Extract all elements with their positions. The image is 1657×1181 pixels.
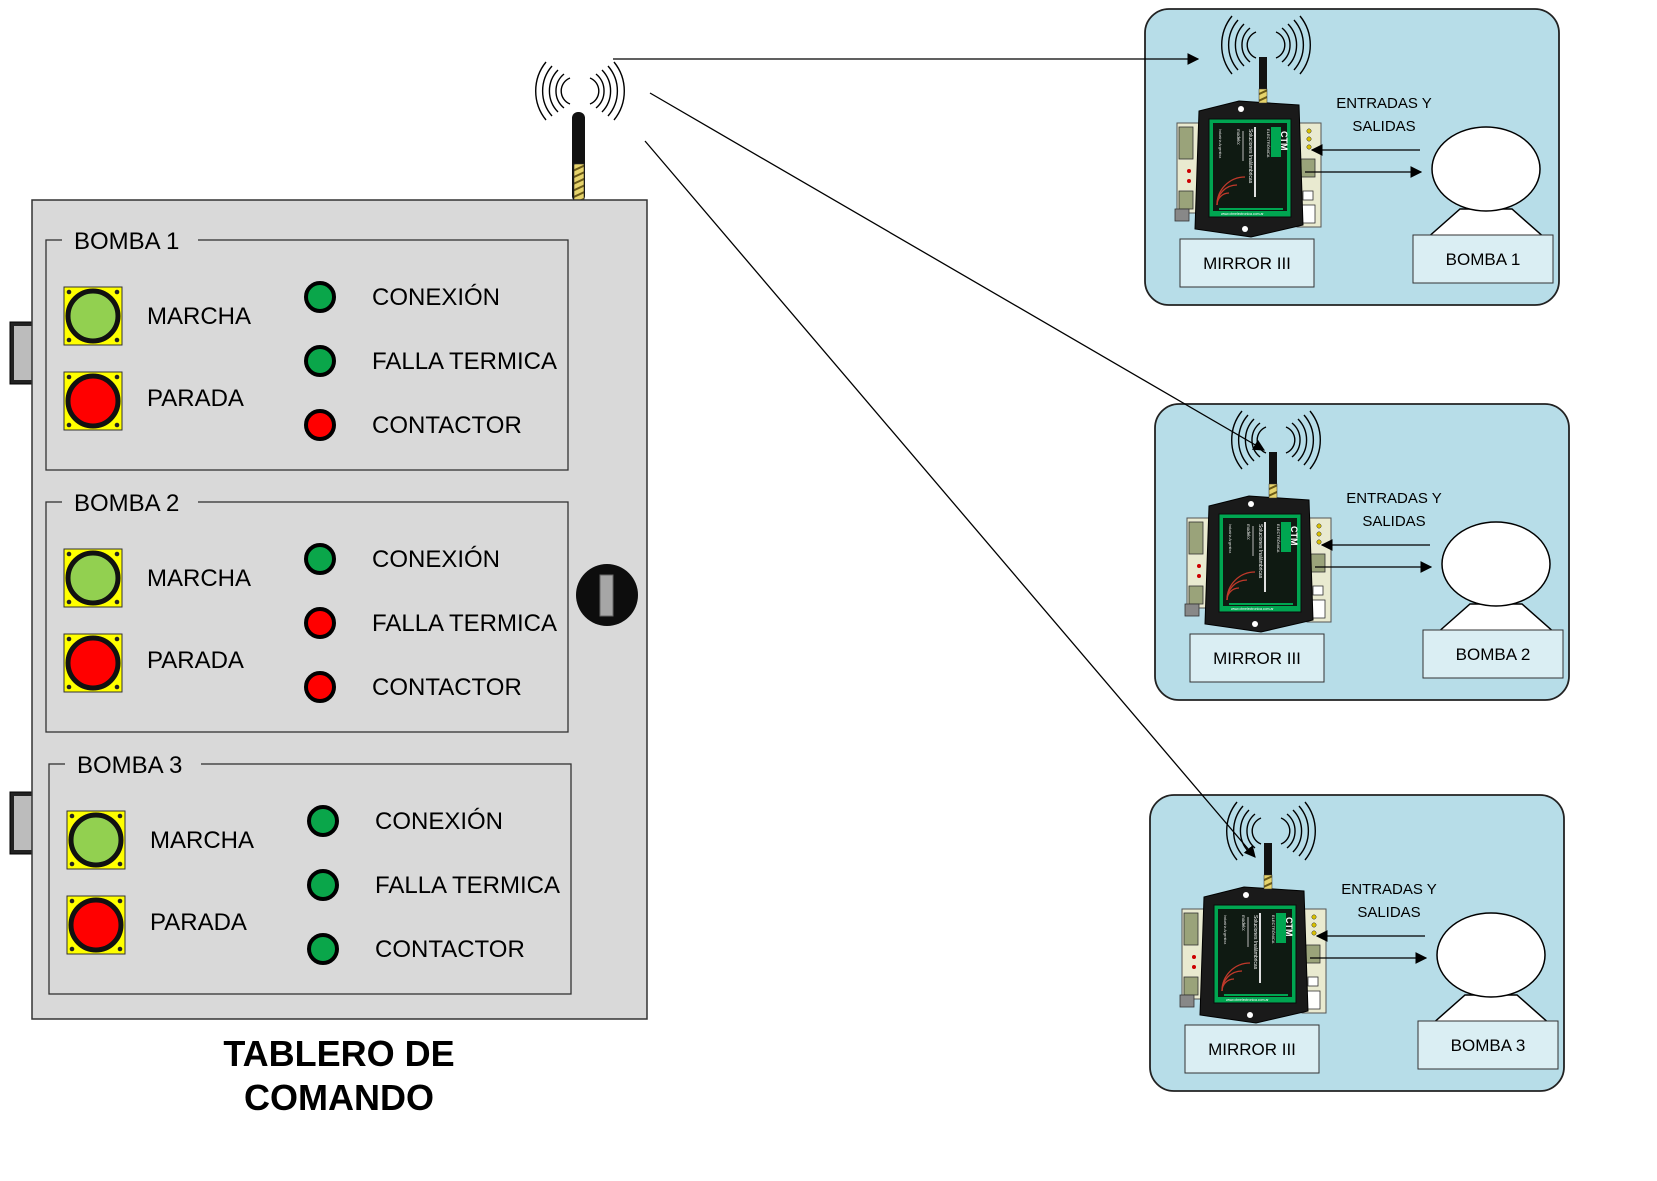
device-label-box [1184, 1024, 1320, 1074]
indicator-led [304, 607, 336, 639]
group-frame [45, 501, 569, 733]
indicator-led [304, 345, 336, 377]
device-label: MIRROR III [1203, 254, 1291, 273]
remote-station-1: CTM Soluciones Inalámbricas ELECTRÓNICA mod… [1144, 8, 1560, 306]
indicator-label: FALLA TERMICA [372, 348, 557, 375]
device-brand-sub: ELECTRÓNICA [1276, 524, 1281, 553]
pump-group-3: BOMBA 3 MARCHA PARADA CONEXIÓN FALLA TERMICA… [48, 750, 572, 995]
panel-title-line2: COMANDO [244, 1077, 434, 1118]
start-label: MARCHA [150, 827, 254, 854]
pump-group-2: BOMBA 2 MARCHA PARADA CONEXIÓN FALLA TERMICA… [45, 488, 569, 733]
start-label: MARCHA [147, 565, 251, 592]
pump-label-box [1417, 1020, 1559, 1070]
device-tagline: Soluciones Inalámbricas [1252, 915, 1258, 970]
radio-link-3 [644, 140, 1256, 858]
io-label: ENTRADAS Y [1336, 95, 1432, 112]
stop-label: PARADA [147, 385, 244, 412]
pump-label-box [1412, 234, 1554, 284]
io-label-line2: SALIDAS [1362, 513, 1425, 530]
control-panel: TABLERO DE COMANDO BOMBA 1 MARCHA PARADA CO… [9, 61, 648, 1118]
pump-icon [1435, 521, 1557, 635]
device-face: CTM Soluciones Inalámbricas ELECTRÓNICA mod… [1228, 524, 1299, 611]
antenna-icon [572, 112, 585, 202]
radio-links [613, 53, 1266, 858]
device-origin: Industria Argentina [1223, 915, 1227, 944]
stop-label: PARADA [147, 647, 244, 674]
device-brand: CTM [1279, 131, 1289, 151]
device-label-box [1189, 633, 1325, 683]
indicator-label: FALLA TERMICA [372, 610, 557, 637]
wireless-waves-icon [535, 61, 625, 121]
device-brand-sub: ELECTRÓNICA [1266, 129, 1271, 158]
pump-label: BOMBA 1 [1446, 250, 1521, 269]
device-origin: Industria Argentina [1228, 524, 1232, 553]
stop-button[interactable] [63, 371, 123, 431]
device-face: CTM Soluciones Inalámbricas ELECTRÓNICA mod… [1218, 129, 1289, 216]
indicator-led [307, 933, 339, 965]
stop-label: PARADA [150, 909, 247, 936]
device-origin: Industria Argentina [1218, 129, 1222, 158]
group-title: BOMBA 3 [77, 752, 182, 779]
io-label: ENTRADAS Y [1346, 490, 1442, 507]
indicator-led [304, 671, 336, 703]
indicator-label: CONTACTOR [372, 674, 522, 701]
pump-group-1: BOMBA 1 MARCHA PARADA CONEXIÓN FALLA TERMICA… [45, 226, 569, 471]
indicator-led [304, 543, 336, 575]
pump-label: BOMBA 2 [1456, 645, 1531, 664]
indicator-label: CONTACTOR [372, 412, 522, 439]
indicator-label: CONEXIÓN [372, 284, 500, 311]
stop-button[interactable] [63, 633, 123, 693]
device-label-box [1179, 238, 1315, 288]
indicator-label: CONTACTOR [375, 936, 525, 963]
indicator-led [304, 281, 336, 313]
pump-icon [1430, 912, 1552, 1026]
device-label: MIRROR III [1208, 1040, 1296, 1059]
indicator-label: FALLA TERMICA [375, 872, 560, 899]
io-label-line2: SALIDAS [1352, 118, 1415, 135]
start-label: MARCHA [147, 303, 251, 330]
device-tagline: Soluciones Inalámbricas [1247, 129, 1253, 184]
indicator-led [307, 869, 339, 901]
device-model: modelo: [1246, 524, 1251, 540]
pump-label-box [1422, 629, 1564, 679]
radio-link-2 [649, 92, 1266, 451]
device-face: CTM Soluciones Inalámbricas ELECTRÓNICA mod… [1223, 915, 1294, 1002]
group-frame [48, 763, 572, 995]
start-button[interactable] [63, 286, 123, 346]
door-lock-icon [576, 564, 638, 626]
device-url: www.ctmelectronica.com.ar [1231, 607, 1274, 611]
device-url: www.ctmelectronica.com.ar [1221, 212, 1264, 216]
device-label: MIRROR III [1213, 649, 1301, 668]
indicator-led [307, 805, 339, 837]
indicator-label: CONEXIÓN [375, 808, 503, 835]
device-tagline: Soluciones Inalámbricas [1257, 524, 1263, 579]
stop-button[interactable] [66, 895, 126, 955]
device-model: modelo: [1236, 129, 1241, 145]
indicator-led [304, 409, 336, 441]
panel-enclosure [31, 199, 648, 1020]
group-title: BOMBA 2 [74, 490, 179, 517]
group-title: BOMBA 1 [74, 228, 179, 255]
start-button[interactable] [63, 548, 123, 608]
panel-title: TABLERO DE [223, 1033, 454, 1074]
indicator-label: CONEXIÓN [372, 546, 500, 573]
pump-icon [1425, 126, 1547, 240]
device-brand: CTM [1284, 917, 1294, 937]
device-brand: CTM [1289, 526, 1299, 546]
group-frame [45, 239, 569, 471]
remote-station-2: CTM Soluciones Inalámbricas ELECTRÓNICA mod… [1154, 403, 1570, 701]
device-model: modelo: [1241, 915, 1246, 931]
pump-label: BOMBA 3 [1451, 1036, 1526, 1055]
io-label: ENTRADAS Y [1341, 881, 1437, 898]
device-brand-sub: ELECTRÓNICA [1271, 915, 1276, 944]
io-label-line2: SALIDAS [1357, 904, 1420, 921]
device-url: www.ctmelectronica.com.ar [1226, 998, 1269, 1002]
remote-station-3: CTM Soluciones Inalámbricas ELECTRÓNICA mod… [1149, 794, 1565, 1092]
start-button[interactable] [66, 810, 126, 870]
